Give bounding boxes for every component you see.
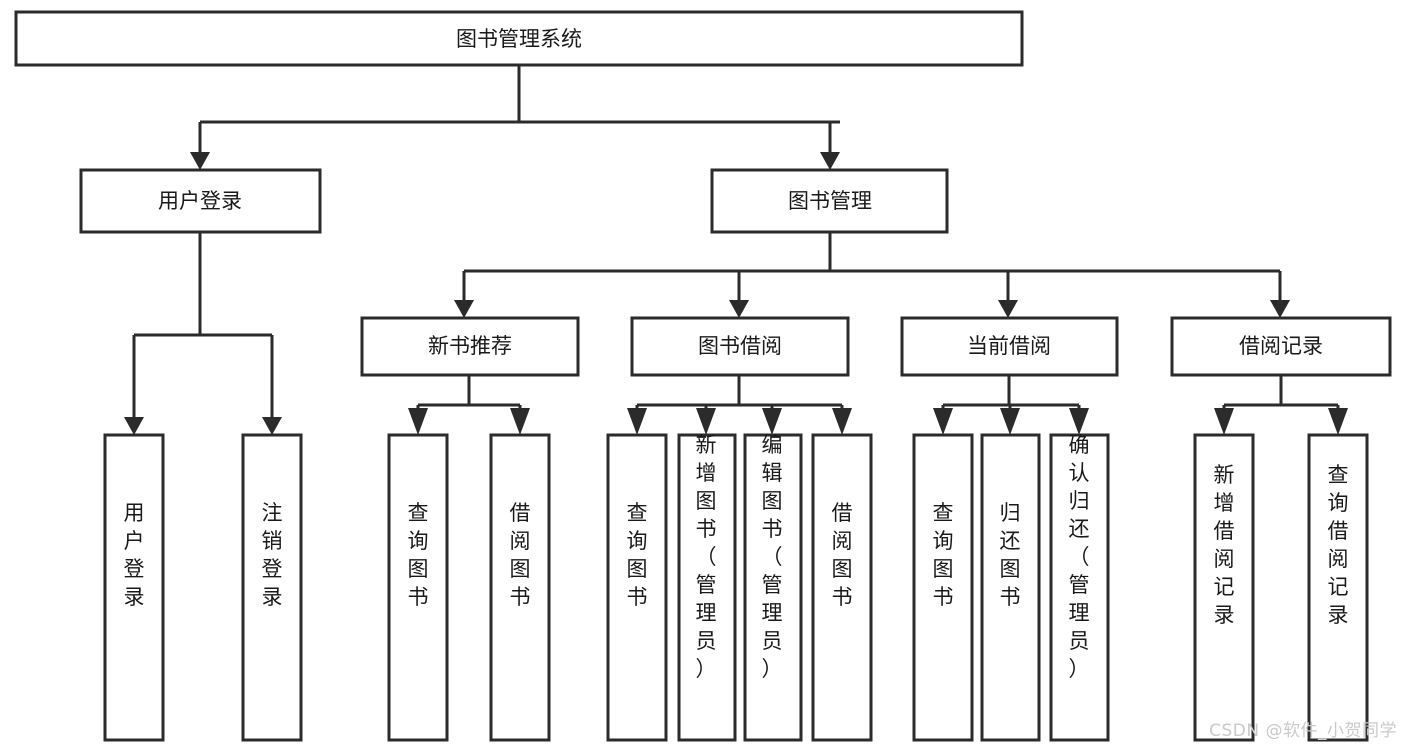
leaf-current-borrow-2[interactable]: 归还图书 bbox=[980, 433, 1041, 742]
node-book-borrow-box[interactable] bbox=[630, 316, 850, 377]
node-root-label: 图书管理系统 bbox=[456, 27, 582, 51]
leaf-borrow-record-1-box[interactable] bbox=[1193, 433, 1255, 742]
leaf-borrow-record-1-label: 新增借阅记录 bbox=[1214, 463, 1235, 627]
leaf-book-borrow-3-box[interactable] bbox=[743, 433, 803, 742]
node-current-borrow[interactable]: 当前借阅 bbox=[900, 316, 1119, 377]
arrow-head-newbook bbox=[454, 300, 474, 318]
node-borrow-record-box[interactable] bbox=[1170, 316, 1392, 377]
node-root[interactable]: 图书管理系统 bbox=[14, 10, 1024, 67]
leaf-user-login-1[interactable]: 用户登录 bbox=[103, 433, 165, 742]
arrow-head-borrow bbox=[729, 300, 749, 318]
arrow-head-current bbox=[998, 300, 1018, 318]
arrow-head-user-login bbox=[190, 152, 210, 170]
leaf-borrow-record-2-box[interactable] bbox=[1307, 433, 1369, 742]
arrow-head-current-leaf3 bbox=[1069, 408, 1089, 435]
arrow-head-record bbox=[1270, 300, 1290, 318]
leaf-book-borrow-2-box[interactable] bbox=[677, 433, 737, 742]
leaf-new-book-2-box[interactable] bbox=[489, 433, 551, 742]
leaf-new-book-1[interactable]: 查询图书 bbox=[387, 433, 449, 742]
leaf-book-borrow-4-label: 借阅图书 bbox=[832, 501, 853, 609]
leaf-new-book-2[interactable]: 借阅图书 bbox=[489, 433, 551, 742]
node-user-login-box[interactable] bbox=[79, 168, 322, 234]
node-new-book-recommend[interactable]: 新书推荐 bbox=[360, 316, 580, 377]
arrow-head-borrow-leaf2 bbox=[696, 408, 716, 435]
leaf-current-borrow-2-label: 归还图书 bbox=[1000, 501, 1021, 609]
node-root-box[interactable] bbox=[14, 10, 1024, 67]
arrow-head-borrow-leaf3 bbox=[762, 408, 782, 435]
leaf-book-borrow-1-label: 查询图书 bbox=[627, 501, 648, 609]
leaf-book-borrow-1[interactable]: 查询图书 bbox=[606, 433, 668, 742]
leaf-current-borrow-1[interactable]: 查询图书 bbox=[912, 433, 974, 742]
arrow-head-userlogin-leaf1 bbox=[124, 417, 144, 435]
connector-layer bbox=[124, 65, 1348, 435]
leaf-user-login-1-box[interactable] bbox=[103, 433, 165, 742]
leaf-new-book-2-label: 借阅图书 bbox=[510, 501, 531, 609]
node-book-borrow[interactable]: 图书借阅 bbox=[630, 316, 850, 377]
leaf-book-borrow-2-label: 新增图书（管理员） bbox=[696, 433, 717, 681]
leaf-new-book-1-box[interactable] bbox=[387, 433, 449, 742]
node-book-management-box[interactable] bbox=[710, 168, 949, 234]
leaf-current-borrow-3-label: 确认归还（管理员） bbox=[1069, 433, 1090, 681]
node-book-management-label: 图书管理 bbox=[788, 189, 872, 213]
node-current-borrow-box[interactable] bbox=[900, 316, 1119, 377]
leaf-borrow-record-2-label: 查询借阅记录 bbox=[1328, 463, 1349, 627]
node-book-borrow-label: 图书借阅 bbox=[698, 334, 782, 358]
arrow-head-record-leaf1 bbox=[1214, 408, 1234, 435]
leaf-book-borrow-3[interactable]: 编辑图书（管理员） bbox=[743, 433, 803, 742]
leaf-current-borrow-2-box[interactable] bbox=[980, 433, 1041, 742]
node-book-management[interactable]: 图书管理 bbox=[710, 168, 949, 234]
arrow-head-borrow-leaf1 bbox=[627, 408, 647, 435]
node-new-book-recommend-box[interactable] bbox=[360, 316, 580, 377]
leaf-user-login-1-label: 用户登录 bbox=[124, 501, 145, 609]
leaf-book-borrow-4[interactable]: 借阅图书 bbox=[811, 433, 873, 742]
arrow-head-newbook-leaf1 bbox=[408, 408, 428, 435]
arrow-head-userlogin-leaf2 bbox=[262, 417, 282, 435]
leaf-book-borrow-1-box[interactable] bbox=[606, 433, 668, 742]
arrow-head-current-leaf2 bbox=[1000, 408, 1020, 435]
arrow-head-newbook-leaf2 bbox=[510, 408, 530, 435]
leaf-book-borrow-4-box[interactable] bbox=[811, 433, 873, 742]
leaf-book-borrow-3-label: 编辑图书（管理员） bbox=[762, 433, 783, 681]
leaf-user-login-2-label: 注销登录 bbox=[262, 501, 283, 609]
leaf-borrow-record-1[interactable]: 新增借阅记录 bbox=[1193, 433, 1255, 742]
leaf-current-borrow-1-box[interactable] bbox=[912, 433, 974, 742]
node-current-borrow-label: 当前借阅 bbox=[967, 334, 1051, 358]
leaf-user-login-2-box[interactable] bbox=[241, 433, 303, 742]
arrow-head-book-mgmt bbox=[820, 152, 840, 170]
arrow-head-borrow-leaf4 bbox=[832, 408, 852, 435]
arrow-head-current-leaf1 bbox=[933, 408, 953, 435]
leaf-borrow-record-2[interactable]: 查询借阅记录 bbox=[1307, 433, 1369, 742]
leaf-new-book-1-label: 查询图书 bbox=[408, 501, 429, 609]
node-borrow-record-label: 借阅记录 bbox=[1239, 334, 1323, 358]
leaf-current-borrow-1-label: 查询图书 bbox=[933, 501, 954, 609]
node-new-book-recommend-label: 新书推荐 bbox=[428, 334, 512, 358]
node-user-login-label: 用户登录 bbox=[158, 189, 242, 213]
arrow-head-record-leaf2 bbox=[1328, 408, 1348, 435]
leaf-current-borrow-3[interactable]: 确认归还（管理员） bbox=[1049, 433, 1110, 742]
node-user-login[interactable]: 用户登录 bbox=[79, 168, 322, 234]
leaf-book-borrow-2[interactable]: 新增图书（管理员） bbox=[677, 433, 737, 742]
leaf-current-borrow-3-box[interactable] bbox=[1049, 433, 1110, 742]
node-borrow-record[interactable]: 借阅记录 bbox=[1170, 316, 1392, 377]
leaf-user-login-2[interactable]: 注销登录 bbox=[241, 433, 303, 742]
